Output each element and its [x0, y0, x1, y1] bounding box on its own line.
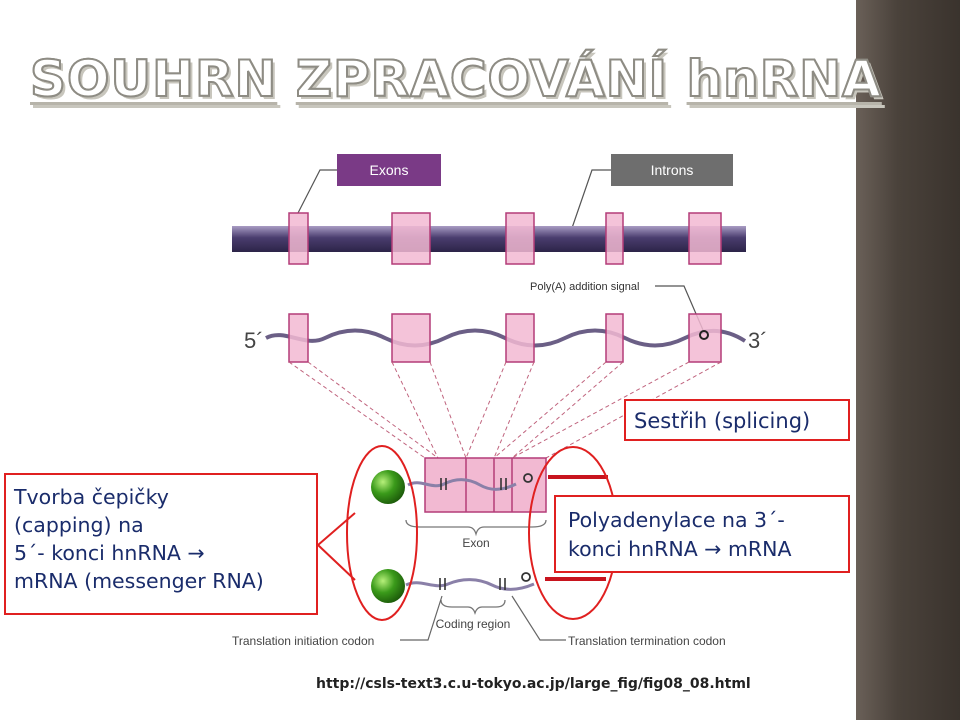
termination-codon-pointer	[511, 595, 566, 641]
capping-callout: Tvorba čepičky (capping) na 5´- konci hn…	[4, 473, 318, 615]
title-word-3: hnRNA	[686, 49, 882, 109]
gene-exon-5	[688, 212, 722, 265]
coding-region-brace	[440, 599, 506, 616]
transcript-exon-4	[605, 313, 624, 363]
exon-brace	[405, 519, 547, 537]
mature-mrna-wave	[405, 578, 535, 591]
capping-highlight-ellipse	[346, 445, 418, 621]
initiation-codon-label: Translation initiation codon	[232, 634, 374, 648]
gene-exons	[288, 212, 722, 265]
capping-callout-connector	[316, 512, 356, 581]
capping-line-2: (capping) na	[14, 513, 144, 537]
capping-line-1: Tvorba čepičky	[14, 485, 169, 509]
exon-brace-label: Exon	[462, 536, 489, 550]
codon-marks-bottom	[439, 578, 506, 590]
gene-exon-2	[391, 212, 431, 265]
transcript-exon-2	[391, 313, 431, 363]
five-prime-label: 5´	[244, 328, 264, 353]
polyadenylation-line-1: Polyadenylace na 3´-	[568, 508, 785, 532]
gene-bar	[232, 226, 746, 252]
codon-marks-top	[440, 478, 507, 490]
cap-bottom	[371, 569, 405, 603]
termination-codon-label: Translation termination codon	[568, 634, 726, 648]
transcript-exons	[288, 313, 722, 363]
polya-signal-marker	[699, 330, 709, 340]
source-url[interactable]: http://csls-text3.c.u-tokyo.ac.jp/large_…	[316, 676, 751, 692]
exons-pointer	[297, 169, 337, 214]
introns-pointer	[571, 169, 611, 229]
gene-exon-1	[288, 212, 309, 265]
transcript-exon-3	[505, 313, 535, 363]
capping-line-3: 5´- konci hnRNA →	[14, 541, 205, 565]
splicing-callout-text: Sestřih (splicing)	[634, 409, 811, 433]
exons-tag	[337, 154, 441, 186]
gene-exon-4	[605, 212, 624, 265]
polya-signal-label: Poly(A) addition signal	[530, 281, 639, 293]
introns-tag-label: Introns	[651, 162, 694, 178]
introns-tag	[611, 154, 733, 186]
title-word-2: ZPRACOVÁNÍ	[295, 49, 669, 109]
hnrna-processing-diagram: Exons Introns Poly(A) addition signal 5´…	[232, 154, 768, 648]
exons-tag-label: Exons	[370, 162, 409, 178]
three-prime-label: 3´	[748, 328, 768, 353]
cap-top	[371, 470, 405, 504]
splicing-callout: Sestřih (splicing)	[624, 399, 850, 441]
initiation-codon-pointer	[400, 595, 443, 641]
decorative-side-bar	[856, 0, 960, 720]
slide-title: SOUHRN ZPRACOVÁNÍ hnRNA	[29, 49, 882, 109]
primary-transcript-wave	[265, 328, 747, 348]
coding-region-label: Coding region	[436, 617, 511, 631]
transcript-exon-1	[288, 313, 309, 363]
gene-exon-3	[505, 212, 535, 265]
spliced-mrna-wave	[407, 478, 517, 491]
polyadenylation-callout: Polyadenylace na 3´- konci hnRNA → mRNA	[554, 495, 850, 573]
capping-line-4: mRNA (messenger RNA)	[14, 569, 264, 593]
title-word-1: SOUHRN	[29, 49, 278, 109]
polyadenylation-line-2: konci hnRNA → mRNA	[568, 537, 792, 561]
termination-marker-bottom	[521, 572, 531, 582]
termination-marker-top	[523, 473, 533, 483]
